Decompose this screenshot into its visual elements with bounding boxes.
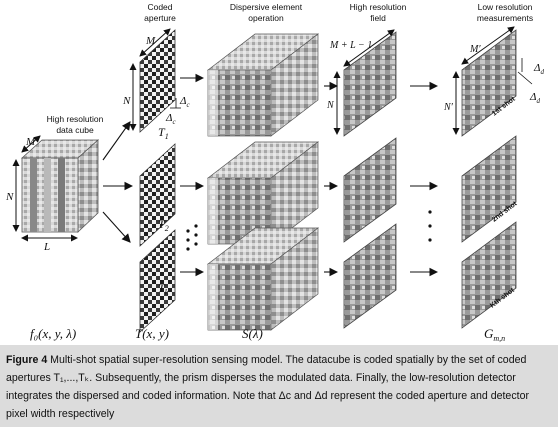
- cube-M-label: M: [25, 136, 36, 148]
- delta-c-bottom: Δc: [165, 112, 176, 126]
- coded-aperture-Tk: [139, 229, 176, 333]
- field-label-2: field: [370, 13, 386, 23]
- field-panel-2: [343, 137, 397, 243]
- meas-label-2: measurements: [477, 13, 533, 23]
- cube-N-label: N: [5, 191, 14, 203]
- T2-label: T2: [158, 217, 169, 233]
- aperture-ellipsis: [186, 229, 190, 251]
- Tk-label: Tk: [158, 281, 169, 297]
- field-MplusL-label: M + L − 1: [329, 40, 372, 51]
- aperture-N-label: N: [122, 95, 131, 107]
- field-N-label: N: [326, 100, 335, 111]
- cube-L-label: L: [43, 241, 50, 253]
- meas-Mprime-label: M′: [469, 44, 481, 55]
- dispersive-label-1: Dispersive element: [230, 2, 303, 12]
- delta-d-bottom: Δd: [529, 91, 540, 105]
- dispersive-label-2: operation: [248, 13, 284, 23]
- G-label: Gm,n: [484, 326, 505, 343]
- measurement-3: [461, 221, 517, 329]
- meas-label-1: Low resolution: [478, 2, 533, 12]
- Txy-label: T(x, y): [135, 326, 169, 341]
- field-label-1: High resolution: [350, 2, 407, 12]
- data-cube: [20, 139, 100, 233]
- T1-label: T1: [158, 125, 169, 141]
- field-ellipsis: [428, 210, 432, 242]
- delta-c-top: Δc: [179, 95, 190, 109]
- multishot-model-diagram: Coded aperture Dispersive element operat…: [5, 2, 544, 343]
- figure-caption: Figure 4 Multi-shot spatial super-resolu…: [6, 351, 552, 423]
- f0-label: f₀(x, y, λ): [30, 326, 76, 341]
- field-panel-3: [343, 223, 397, 329]
- coded-aperture-label-2: aperture: [144, 13, 176, 23]
- meas-Nprime-label: N′: [443, 102, 454, 113]
- coded-aperture-T2: [139, 143, 176, 247]
- coded-aperture-label-1: Coded: [147, 2, 172, 12]
- delta-d-top: Δd: [533, 62, 544, 76]
- dispersed-cube-3: [206, 227, 320, 331]
- measurement-2: [461, 135, 517, 243]
- dispersive-ellipsis: [194, 224, 198, 246]
- datacube-label-2: data cube: [56, 125, 94, 135]
- datacube-label-1: High resolution: [47, 114, 104, 124]
- dispersed-cube-1: [206, 33, 320, 137]
- caption-background: [0, 345, 558, 427]
- caption-text: Multi-shot spatial super-resolution sens…: [6, 354, 529, 420]
- S-lambda-label: S(λ): [242, 326, 263, 341]
- aperture-M-label: M: [145, 35, 156, 47]
- caption-label: Figure 4: [6, 354, 48, 366]
